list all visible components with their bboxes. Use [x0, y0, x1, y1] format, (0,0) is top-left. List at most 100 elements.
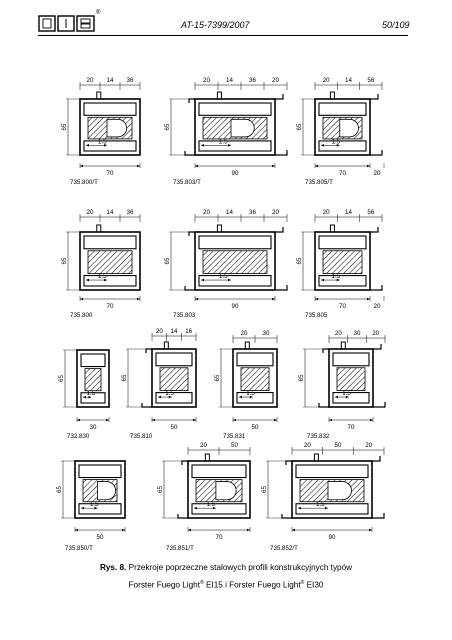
insulation-core: [202, 250, 268, 274]
profile-code: 735.810: [130, 433, 153, 440]
top-dimension: 56: [367, 209, 374, 216]
page-header: ® AT-15-7399/2007 50/109: [0, 0, 452, 42]
width-dimension: 70: [216, 534, 223, 541]
glazing-tab: [96, 224, 102, 232]
height-dimension: 65: [61, 123, 68, 130]
profile-code: 732.830: [67, 433, 90, 440]
thickness-dimension: 1.5: [316, 501, 325, 508]
top-chamber: [78, 464, 122, 479]
top-dimension: 50: [335, 442, 342, 449]
top-chamber: [83, 235, 137, 250]
bottom-chamber: [236, 392, 274, 404]
profile-outline: [151, 348, 197, 408]
core-slot: [230, 118, 255, 138]
top-chamber: [198, 102, 272, 116]
top-dimension: 20: [323, 77, 330, 84]
thickness-dimension: 1.5: [87, 390, 96, 397]
bottom-chamber: [198, 140, 272, 152]
top-chamber: [332, 352, 370, 367]
profile-code: 735.803/T: [173, 179, 201, 186]
height-dimension: 65: [164, 257, 171, 264]
profile-outline: [194, 98, 276, 156]
top-chamber: [318, 102, 367, 116]
profile-outline: [314, 231, 371, 291]
left-flange: [318, 403, 329, 408]
top-chamber: [236, 352, 274, 367]
bottom-chamber: [155, 392, 193, 404]
top-chamber: [191, 464, 247, 479]
figure-caption-prefix: Rys. 8.: [99, 563, 127, 572]
profile-outline: [187, 460, 251, 519]
top-dimension: 30: [263, 330, 270, 337]
width-dimension: 50: [171, 424, 178, 431]
top-dimension: 14: [345, 209, 352, 216]
profile-outline: [291, 460, 373, 519]
page-number: 50/109: [382, 20, 410, 30]
width-dimension: 70: [339, 303, 346, 310]
bottom-chamber: [80, 392, 106, 404]
profile-outline: [232, 348, 278, 408]
top-dimension: 20: [272, 209, 279, 216]
top-chamber: [198, 235, 272, 250]
right-flange: [372, 513, 385, 519]
bottom-chamber: [318, 275, 367, 287]
insulation-core: [84, 368, 102, 392]
height-dimension: 65: [157, 486, 164, 493]
figure-caption-line-1: Rys. 8. Przekroje poprzeczne stalowych p…: [0, 563, 452, 572]
top-dimension: 14: [107, 209, 114, 216]
width-dimension: 70: [348, 424, 355, 431]
figure-caption-text: Przekroje poprzeczne stalowych profili k…: [128, 563, 353, 572]
thickness-dimension: 1.5: [165, 390, 174, 397]
glazing-tab: [244, 341, 250, 349]
profile-code: 735.851/T: [166, 545, 194, 552]
glazing-tab: [163, 341, 169, 349]
top-chamber: [83, 102, 137, 116]
profile-outline: [79, 98, 141, 156]
width-dimension: 70: [107, 170, 114, 177]
top-dimension: 20: [203, 77, 210, 84]
top-dimension: 50: [231, 442, 238, 449]
top-chamber: [318, 235, 367, 250]
top-dimension: 20: [203, 209, 210, 216]
height-dimension: 65: [121, 374, 128, 381]
top-dimension: 36: [127, 77, 134, 84]
bottom-chamber: [78, 503, 122, 515]
right-flange: [370, 150, 383, 156]
right-flange: [275, 150, 288, 156]
top-dimension: 14: [171, 328, 178, 335]
core-slot: [339, 118, 359, 138]
bottom-chamber: [191, 503, 247, 515]
right-flange: [373, 402, 386, 408]
glazing-tab: [329, 224, 335, 232]
top-dimension: 20: [87, 209, 94, 216]
glazing-tab: [204, 453, 210, 461]
top-dimension: 14: [345, 77, 352, 84]
top-dimension: 20: [87, 77, 94, 84]
thickness-dimension: 1.5: [219, 138, 228, 145]
core-slot: [97, 481, 116, 501]
top-dimension: 36: [249, 209, 256, 216]
top-dimension: 56: [367, 77, 374, 84]
profile-code: 735.831: [223, 433, 246, 440]
top-dimension: 20: [372, 330, 379, 337]
width-dimension: 50: [252, 424, 259, 431]
thickness-dimension: 1.5: [98, 138, 107, 145]
top-dimension: 20: [335, 330, 342, 337]
profile-code: 735.805/T: [305, 179, 333, 186]
profile-code: 735.850/T: [65, 545, 93, 552]
top-dimension: 14: [226, 209, 233, 216]
profile-code: 735.805: [305, 312, 328, 319]
height-dimension: 65: [296, 257, 303, 264]
width-dimension: 90: [232, 170, 239, 177]
insulation-core: [336, 367, 366, 391]
itb-logo: [38, 15, 95, 32]
left-flange: [281, 514, 292, 519]
insulation-core: [87, 250, 133, 274]
profile-code: 735.852/T: [270, 545, 298, 552]
glazing-tab: [340, 341, 346, 349]
